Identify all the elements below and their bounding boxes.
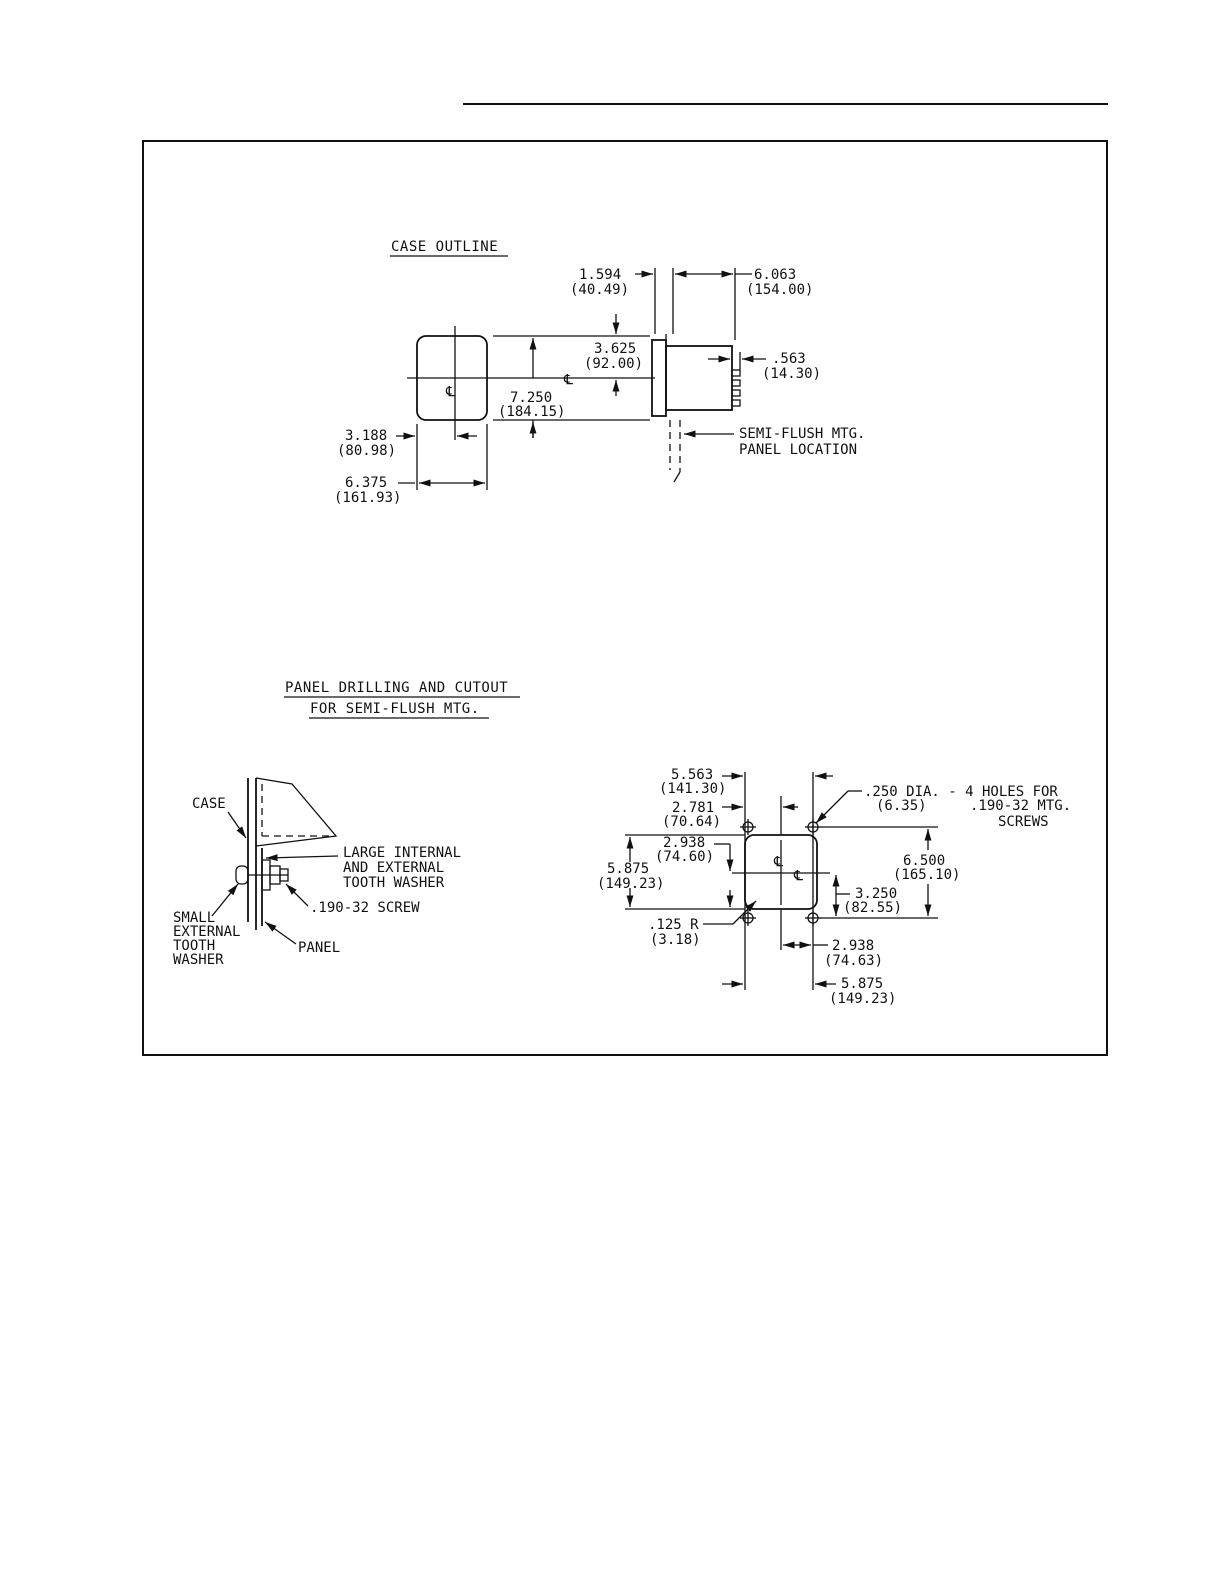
semi-flush-label-line2: PANEL LOCATION: [739, 442, 857, 458]
dim-3188-mm: (80.98): [337, 443, 396, 459]
holes-label-line2: (6.35): [876, 798, 927, 814]
small-washer-label-line3: TOOTH: [173, 938, 215, 954]
panel-drilling-section: PANEL DRILLING AND CUTOUT FOR SEMI-FLUSH…: [284, 680, 520, 719]
dim-6375-mm: (161.93): [334, 490, 401, 506]
panel-leader: [264, 921, 297, 945]
dim-6063: 6.063: [754, 267, 796, 283]
dim-125r: .125 R: [648, 917, 699, 933]
mounting-detail: CASE LARGE INTERNAL AND EXTERNAL TOOTH W…: [173, 777, 461, 968]
holes-label-line4: SCREWS: [998, 814, 1049, 830]
dim-3250: 3.250: [855, 886, 897, 902]
panel-cutout: ℄ ℄ 5.563 (141.30) 2.781 (70.64) .250 DI…: [597, 767, 1071, 1007]
dim-2938a: 2.938: [663, 835, 705, 851]
dim-6500: 6.500: [903, 853, 945, 869]
panel-drilling-title-line2: FOR SEMI-FLUSH MTG.: [310, 701, 480, 717]
case-side-body: [665, 345, 733, 411]
holes-label-line1: .250 DIA. - 4 HOLES FOR: [864, 784, 1058, 800]
semi-flush-label-line1: SEMI-FLUSH MTG.: [739, 426, 865, 442]
dim-2938a-mm: (74.60): [655, 849, 714, 865]
dim-125r-leader-diag: [732, 900, 757, 925]
terminal-1: [731, 369, 741, 377]
dim-6500-mm: (165.10): [893, 867, 960, 883]
screw-leader: [285, 883, 309, 907]
mounting-hole-tl: [740, 819, 756, 835]
terminal-2: [731, 379, 741, 387]
large-washer-label-line2: AND EXTERNAL: [343, 860, 444, 876]
terminal-4: [731, 399, 741, 407]
dim-7250: 7.250: [510, 390, 552, 406]
dim-7250-mm: (184.15): [498, 404, 565, 420]
screw-head: [235, 865, 249, 885]
dim-5875b-mm: (149.23): [829, 991, 896, 1007]
cutout-centerline-symbol-1: ℄: [773, 854, 783, 870]
large-washer-leader: [265, 854, 339, 862]
dim-6375: 6.375: [345, 475, 387, 491]
dim-5875b: 5.875: [841, 976, 883, 992]
dim-3625-mm: (92.00): [584, 356, 643, 372]
dim-5875a-mm: (149.23): [597, 876, 664, 892]
dim-2938b-mm: (74.63): [824, 953, 883, 969]
dim-5875a: 5.875: [607, 861, 649, 877]
dim-3625: 3.625: [594, 341, 636, 357]
dim-2781-mm: (70.64): [662, 814, 721, 830]
dim-125r-mm: (3.18): [650, 932, 701, 948]
page-header-rule: [463, 103, 1108, 105]
case-body-outline: [255, 777, 338, 847]
case-leader: [227, 811, 247, 839]
small-washer-label-line2: EXTERNAL: [173, 924, 240, 940]
case-label: CASE: [192, 796, 226, 812]
case-outline-section: CASE OUTLINE ℄ ℄ 7.250 (184.15) 3.625 (9…: [334, 239, 865, 506]
case-front-centerline-symbol: ℄: [445, 384, 455, 400]
dim-5563-mm: (141.30): [659, 781, 726, 797]
cutout-centerline-symbol-2: ℄: [793, 868, 803, 884]
panel-location-break: [673, 471, 681, 483]
large-washer-label-line1: LARGE INTERNAL: [343, 845, 461, 861]
screw-label: .190-32 SCREW: [310, 900, 420, 916]
dim-3188: 3.188: [345, 428, 387, 444]
dim-2781: 2.781: [672, 800, 714, 816]
small-washer-label-line1: SMALL: [173, 910, 215, 926]
dim-563-mm: (14.30): [762, 366, 821, 382]
holes-leader-diag: [815, 790, 849, 824]
case-side-centerline-symbol: ℄: [563, 372, 573, 388]
case-outline-title: CASE OUTLINE: [391, 239, 498, 255]
mounting-hole-bl: [740, 910, 756, 926]
dim-2938b: 2.938: [832, 938, 874, 954]
dim-1594: 1.594: [579, 267, 621, 283]
dim-6063-mm: (154.00): [746, 282, 813, 298]
holes-label-line3: .190-32 MTG.: [970, 798, 1071, 814]
small-washer-leader: [211, 883, 239, 917]
dim-563: .563: [772, 351, 806, 367]
dim-1594-mm: (40.49): [570, 282, 629, 298]
drawing-frame: [142, 140, 1108, 1056]
large-washer-label-line3: TOOTH WASHER: [343, 875, 445, 891]
dim-5563: 5.563: [671, 767, 713, 783]
panel-drilling-title-line1: PANEL DRILLING AND CUTOUT: [285, 680, 508, 696]
dim-3250-mm: (82.55): [843, 900, 902, 916]
terminal-3: [731, 389, 741, 397]
small-washer-label-line4: WASHER: [173, 952, 224, 968]
panel-label: PANEL: [298, 940, 340, 956]
